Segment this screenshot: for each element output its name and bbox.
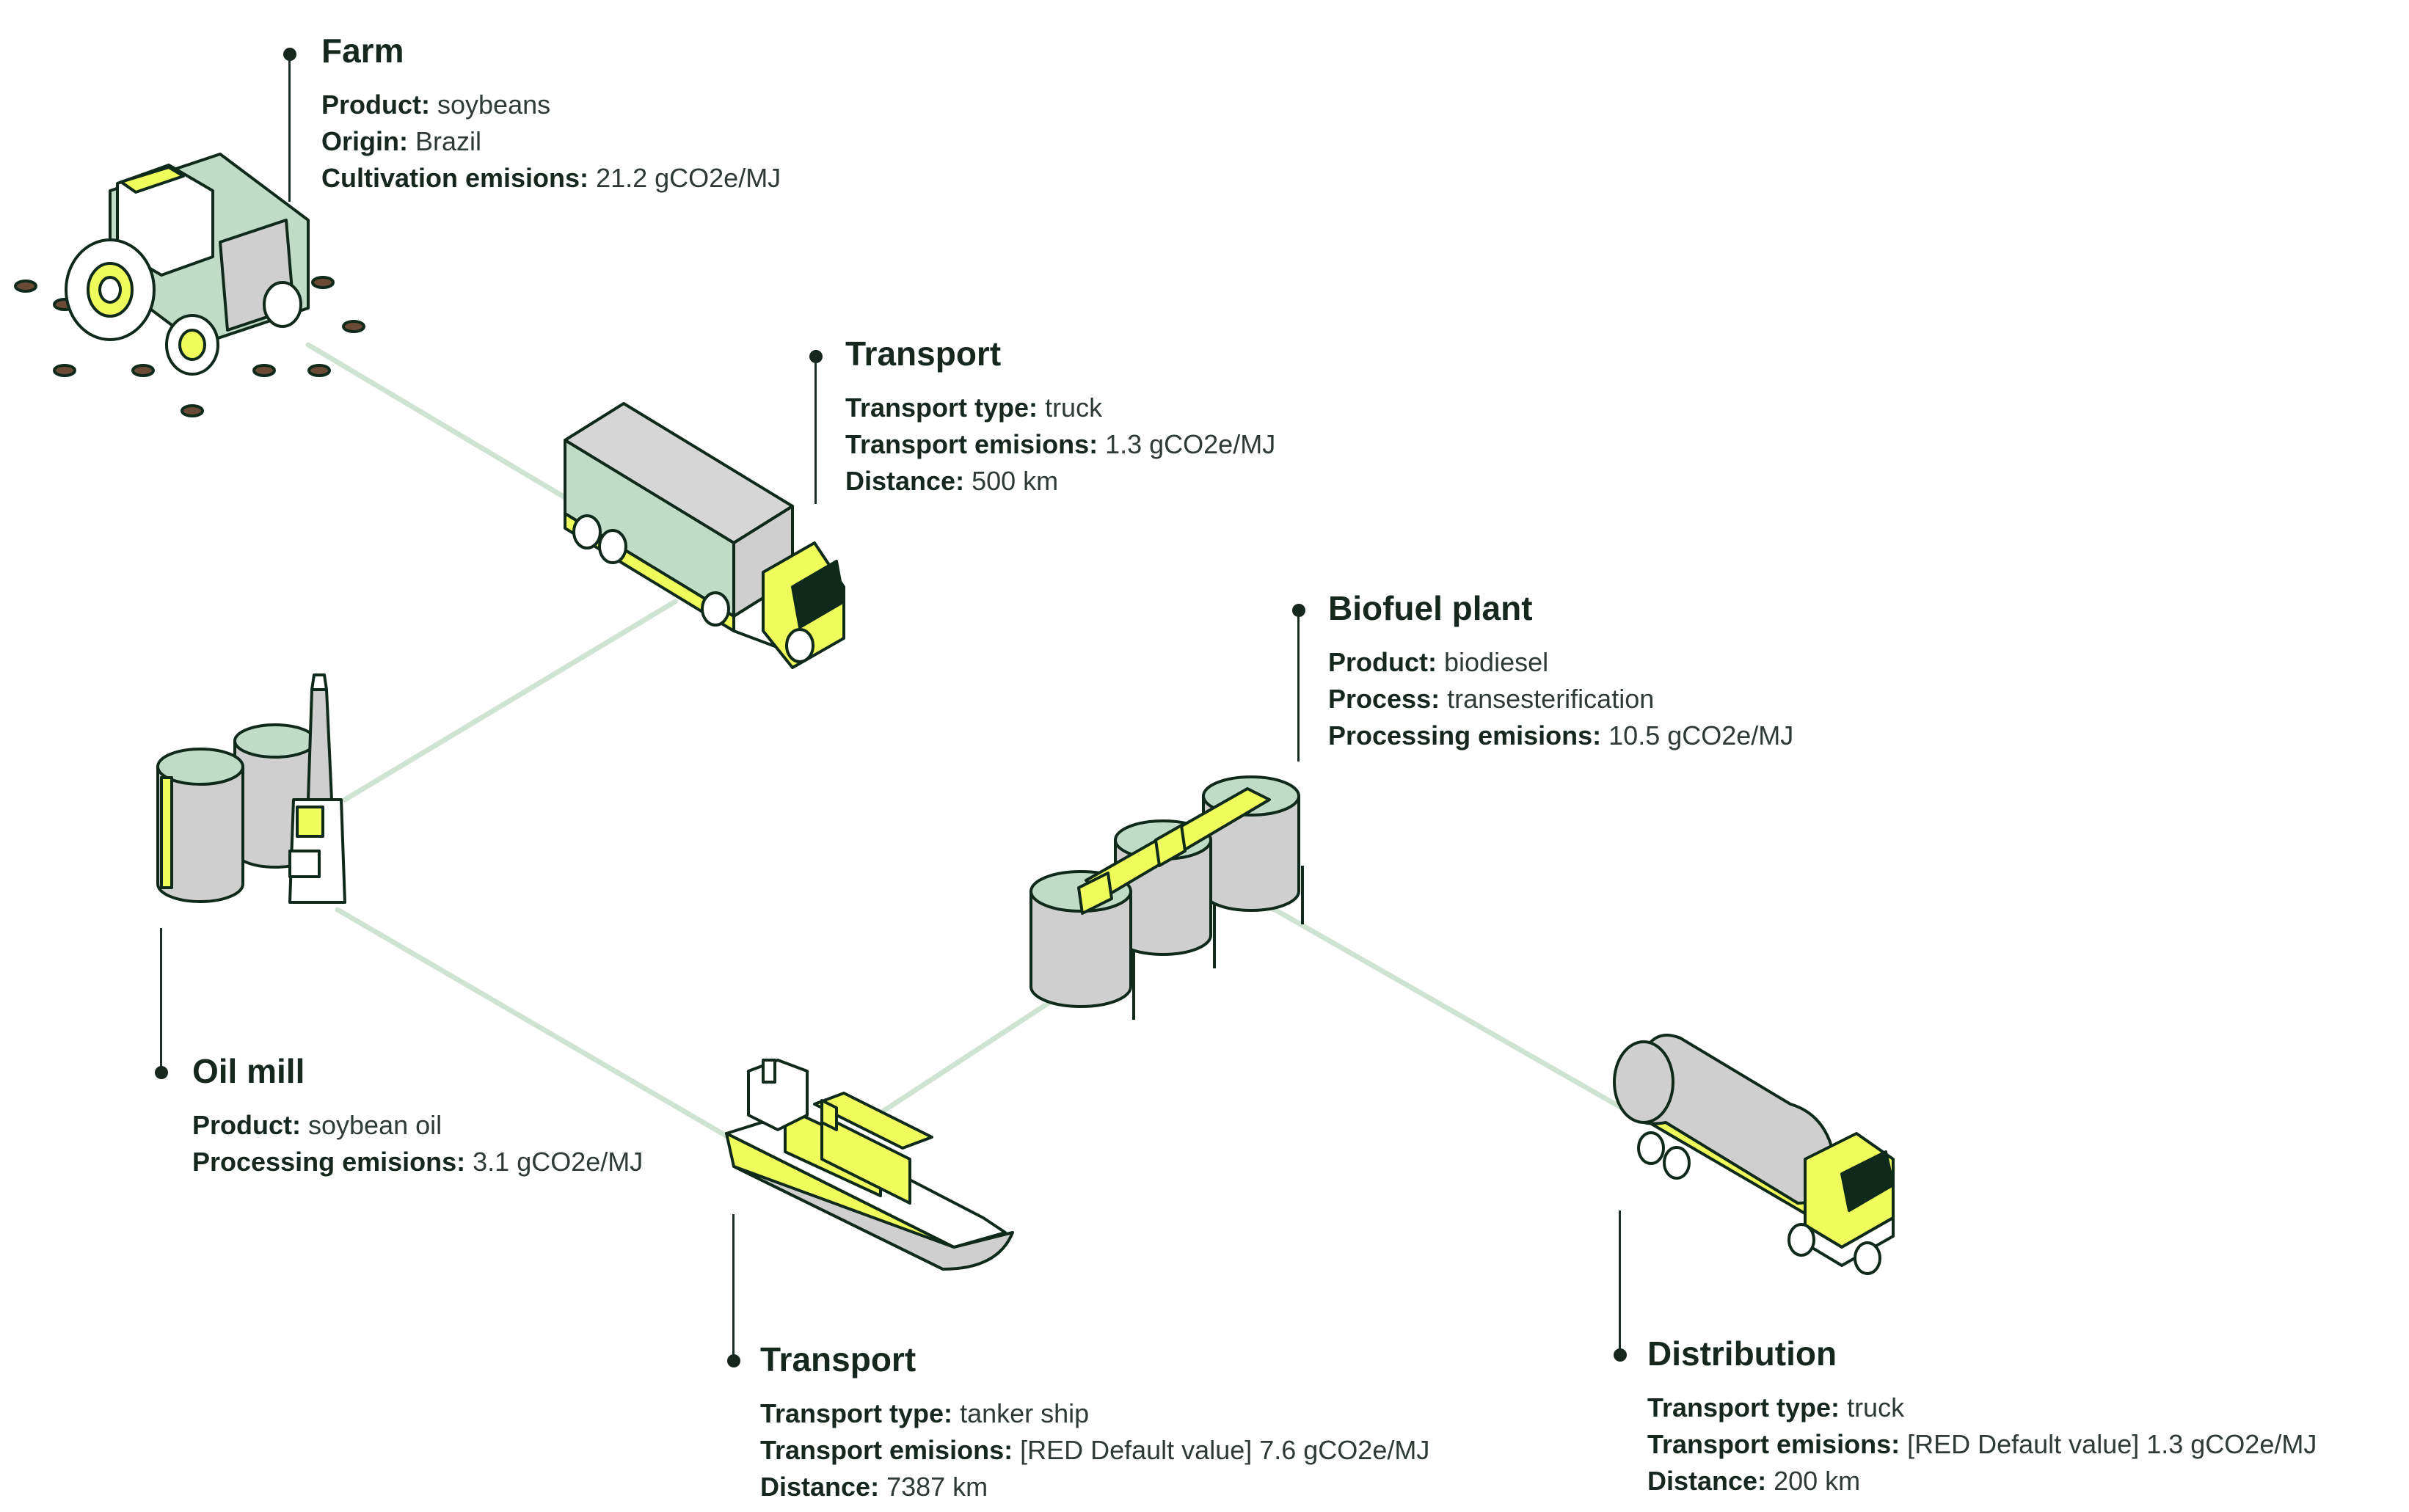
transport2-info-card: Transport Transport type: tanker ship Tr…: [760, 1340, 1429, 1505]
transport2-row-emissions: Transport emisions: [RED Default value] …: [760, 1435, 1430, 1465]
storage-tanks-icon: [1029, 775, 1304, 1020]
connector-transport-oilmill: [342, 599, 678, 803]
cargo-ship-icon: [725, 1059, 1014, 1271]
biofuel-info-card: Biofuel plant Product: biodiesel Process…: [1328, 588, 1793, 754]
biofuel-row-process: Process: transesterification: [1328, 684, 1655, 714]
connector-oilmill-ship: [335, 907, 744, 1147]
transport1-leader-line: [814, 361, 817, 504]
transport1-row-type: Transport type: truck: [845, 392, 1103, 423]
transport1-info-card: Transport Transport type: truck Transpor…: [845, 334, 1275, 500]
transport2-leader-line: [732, 1214, 735, 1357]
farm-row-product: Product: soybeans: [321, 90, 551, 120]
biofuel-leader-line: [1297, 615, 1300, 762]
farm-marker-dot: [283, 48, 296, 61]
oilmill-info-card: Oil mill Product: soybean oil Processing…: [192, 1051, 643, 1180]
farm-row-origin: Origin: Brazil: [321, 126, 482, 156]
transport1-row-distance: Distance: 500 km: [845, 466, 1059, 496]
oilmill-row-product: Product: soybean oil: [192, 1110, 442, 1140]
distribution-marker-dot: [1614, 1348, 1627, 1362]
farm-row-emissions: Cultivation emisions: 21.2 gCO2e/MJ: [321, 163, 781, 193]
oilmill-title: Oil mill: [192, 1052, 305, 1090]
distribution-title: Distribution: [1647, 1334, 1837, 1373]
tractor-field-icon: [14, 153, 365, 417]
oilmill-row-emissions: Processing emisions: 3.1 gCO2e/MJ: [192, 1147, 644, 1177]
biofuel-title: Biofuel plant: [1328, 589, 1533, 627]
transport2-marker-dot: [727, 1354, 740, 1367]
farm-title: Farm: [321, 32, 404, 70]
connector-ship-biofuel: [863, 995, 1060, 1125]
container-truck-icon: [564, 402, 845, 669]
biofuel-marker-dot: [1292, 604, 1305, 617]
oilmill-leader-line: [160, 928, 162, 1067]
connector-biofuel-distribution: [1259, 899, 1625, 1111]
distribution-leader-line: [1619, 1210, 1621, 1350]
distribution-row-emissions: Transport emisions: [RED Default value] …: [1647, 1429, 2317, 1459]
transport2-row-type: Transport type: tanker ship: [760, 1398, 1090, 1428]
distribution-info-card: Distribution Transport type: truck Trans…: [1647, 1334, 2317, 1500]
distribution-row-type: Transport type: truck: [1647, 1392, 1905, 1422]
transport2-title: Transport: [760, 1340, 916, 1378]
transport2-row-distance: Distance: 7387 km: [760, 1472, 988, 1502]
biofuel-row-product: Product: biodiesel: [1328, 647, 1549, 677]
farm-leader-line: [288, 59, 291, 202]
farm-info-card: Farm Product: soybeans Origin: Brazil Cu…: [321, 31, 781, 197]
tanker-truck-icon: [1613, 1034, 1895, 1275]
oil-mill-icon: [156, 673, 346, 904]
transport1-title: Transport: [845, 335, 1002, 373]
transport1-marker-dot: [809, 350, 823, 363]
transport1-row-emissions: Transport emisions: 1.3 gCO2e/MJ: [845, 429, 1276, 459]
connector-farm-transport: [305, 342, 583, 509]
distribution-row-distance: Distance: 200 km: [1647, 1466, 1861, 1496]
biofuel-row-emissions: Processing emisions: 10.5 gCO2e/MJ: [1328, 720, 1794, 750]
oilmill-marker-dot: [155, 1066, 168, 1079]
connector-lines: [305, 342, 1625, 1147]
